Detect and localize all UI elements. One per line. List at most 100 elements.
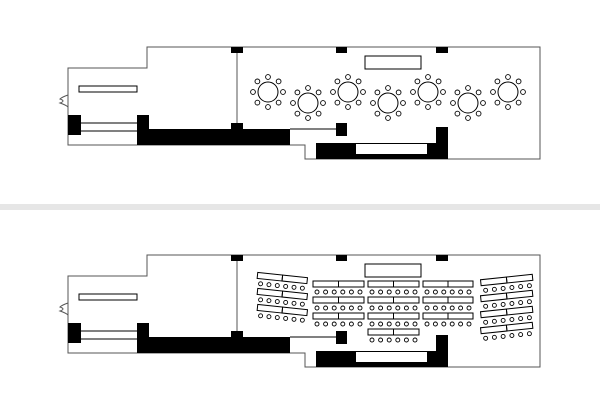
desk bbox=[393, 296, 420, 304]
column bbox=[336, 331, 347, 344]
desk bbox=[393, 280, 420, 288]
chair bbox=[400, 100, 406, 106]
chair bbox=[500, 301, 506, 307]
chair bbox=[458, 305, 464, 311]
desk bbox=[393, 328, 420, 336]
chair bbox=[509, 317, 515, 322]
table-row-right bbox=[479, 321, 534, 341]
chair bbox=[355, 78, 362, 85]
chair bbox=[435, 78, 442, 85]
chair bbox=[386, 289, 392, 295]
chair bbox=[483, 303, 489, 309]
chair bbox=[432, 289, 438, 295]
counter bbox=[78, 293, 138, 301]
column bbox=[336, 255, 347, 261]
chair bbox=[323, 305, 329, 311]
chair bbox=[505, 104, 511, 110]
chair bbox=[299, 285, 305, 291]
chair bbox=[334, 78, 341, 85]
desk bbox=[256, 287, 284, 298]
desk bbox=[338, 312, 365, 320]
door-icon bbox=[58, 94, 69, 108]
desk bbox=[367, 312, 394, 320]
chair bbox=[291, 284, 297, 290]
chair bbox=[369, 305, 375, 311]
chair bbox=[509, 333, 515, 338]
round-table-group bbox=[490, 74, 526, 110]
chair bbox=[518, 332, 524, 338]
chair bbox=[526, 299, 532, 305]
chair bbox=[385, 85, 391, 91]
chair bbox=[378, 289, 384, 295]
chair bbox=[483, 319, 489, 325]
chair bbox=[518, 316, 524, 322]
chair bbox=[258, 313, 264, 319]
chair bbox=[412, 305, 418, 311]
chair bbox=[283, 283, 289, 289]
plan-divider bbox=[0, 204, 600, 210]
chair bbox=[374, 110, 381, 117]
chair bbox=[435, 99, 442, 106]
chair bbox=[403, 289, 409, 295]
desk bbox=[393, 312, 420, 320]
chair bbox=[450, 100, 456, 106]
desk bbox=[312, 280, 339, 288]
chair bbox=[494, 78, 501, 85]
column bbox=[436, 255, 448, 261]
chair bbox=[395, 337, 401, 343]
table-row-center bbox=[367, 280, 420, 295]
door-icon bbox=[58, 302, 69, 316]
chair bbox=[254, 78, 261, 85]
chair bbox=[340, 305, 346, 311]
chair bbox=[314, 305, 320, 311]
chair bbox=[410, 89, 416, 95]
chair bbox=[331, 289, 337, 295]
desk bbox=[479, 276, 508, 287]
chair bbox=[378, 337, 384, 343]
chair bbox=[526, 331, 532, 337]
chair bbox=[275, 78, 282, 85]
round-table-group bbox=[250, 74, 286, 110]
chair bbox=[424, 305, 430, 311]
chair bbox=[331, 321, 337, 327]
chair bbox=[491, 318, 497, 324]
chair bbox=[425, 104, 431, 110]
chair bbox=[374, 89, 381, 96]
round-table bbox=[377, 92, 399, 114]
chair bbox=[465, 85, 471, 91]
chair bbox=[314, 289, 320, 295]
chair bbox=[395, 110, 402, 117]
chair bbox=[275, 99, 282, 106]
table-row-left bbox=[256, 287, 309, 307]
chair bbox=[412, 321, 418, 327]
chair bbox=[475, 110, 482, 117]
table-row-right bbox=[479, 289, 534, 309]
round-table-group bbox=[450, 85, 486, 121]
desk bbox=[256, 271, 284, 282]
column bbox=[231, 123, 243, 130]
desk bbox=[281, 274, 309, 285]
table-row-center-right bbox=[422, 280, 474, 295]
chair bbox=[299, 317, 305, 323]
desk bbox=[422, 296, 449, 304]
table-row-center-left bbox=[312, 312, 365, 327]
round-table-group bbox=[290, 85, 326, 121]
desk bbox=[505, 273, 534, 284]
chair bbox=[274, 299, 280, 304]
column bbox=[231, 331, 243, 338]
chair bbox=[315, 89, 322, 96]
chair bbox=[294, 89, 301, 96]
desk bbox=[422, 312, 449, 320]
chair bbox=[483, 287, 489, 293]
chair bbox=[500, 333, 506, 339]
chair bbox=[299, 301, 305, 307]
chair bbox=[491, 302, 497, 308]
chair bbox=[454, 110, 461, 117]
column bbox=[231, 47, 243, 53]
round-table bbox=[497, 81, 519, 103]
chair bbox=[454, 89, 461, 96]
counter bbox=[78, 85, 138, 93]
table-row-center-right bbox=[422, 312, 474, 327]
desk bbox=[367, 328, 394, 336]
